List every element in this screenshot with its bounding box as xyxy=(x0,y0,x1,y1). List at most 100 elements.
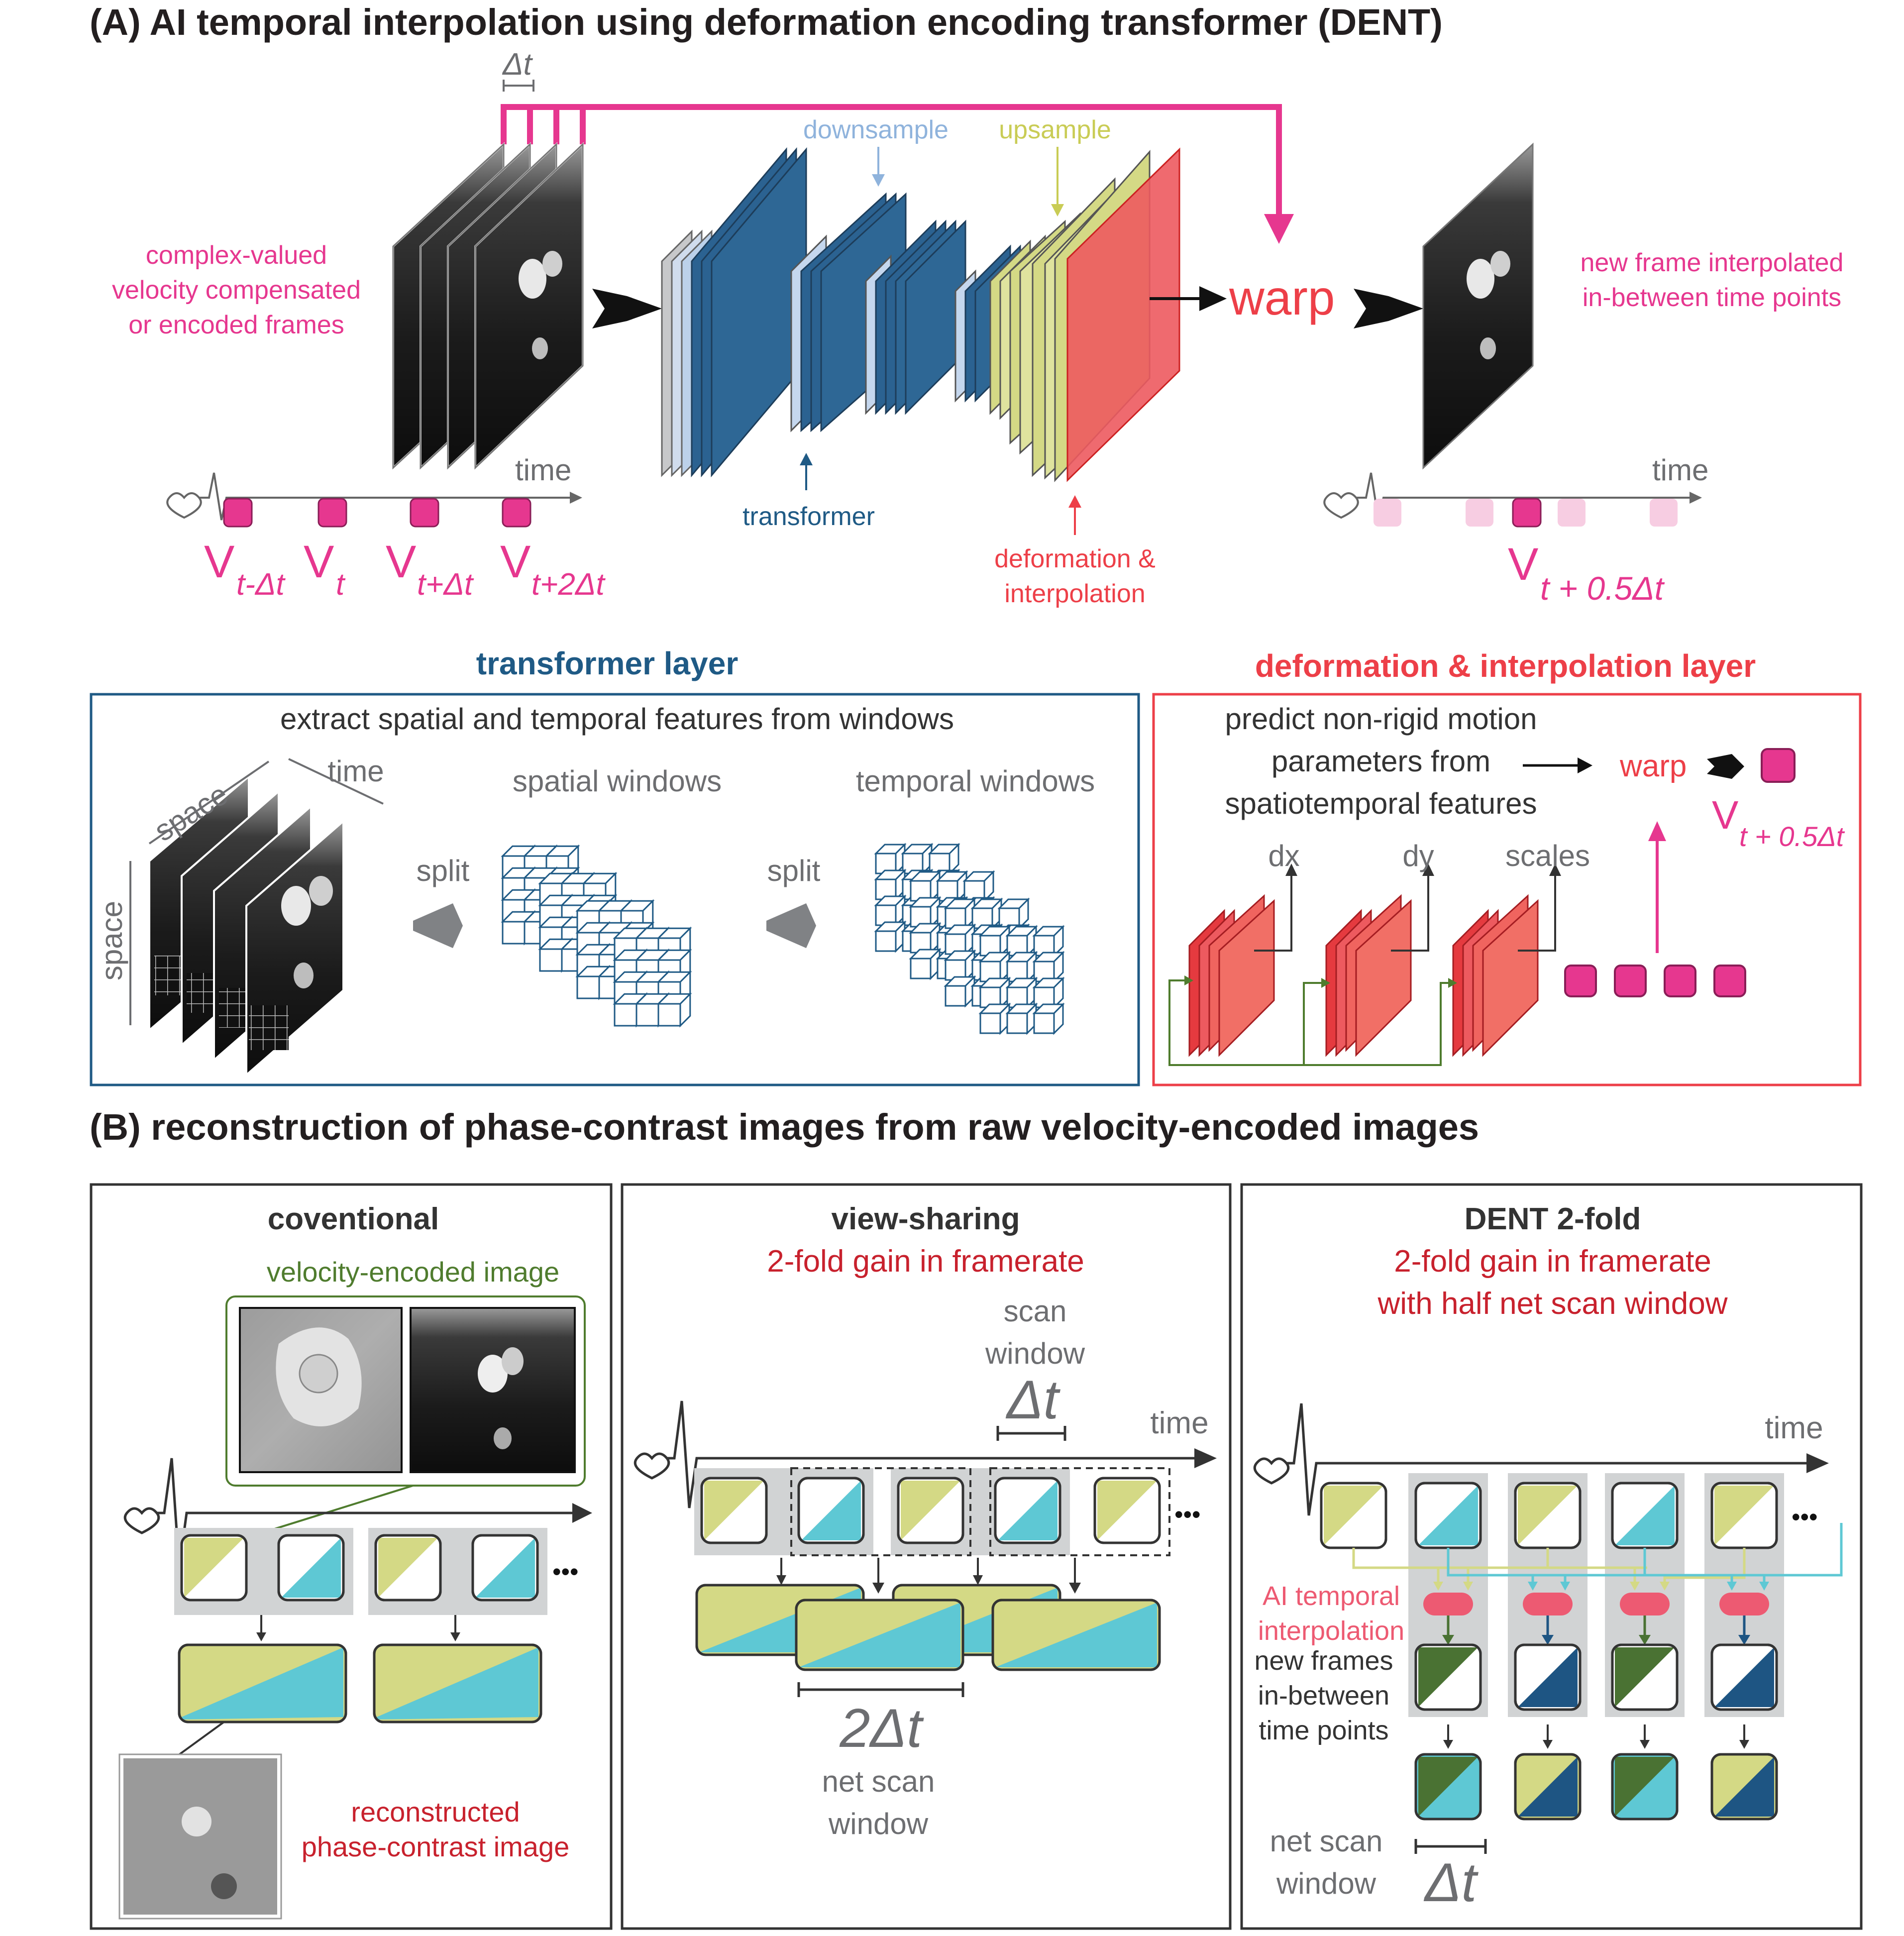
conventional-ellipsis: ••• xyxy=(552,1558,579,1586)
arrow-to-output xyxy=(1354,289,1423,328)
svg-text:phase-contrast image: phase-contrast image xyxy=(302,1831,570,1862)
view-sharing-frames xyxy=(694,1467,1170,1556)
deformation-v-label: V t + 0.5Δt xyxy=(1712,793,1845,852)
skip-arrowhead xyxy=(1264,214,1294,244)
svg-text:interpolation: interpolation xyxy=(1258,1616,1404,1646)
arrow-to-network xyxy=(592,289,662,328)
feature-outputs xyxy=(1254,873,1556,952)
dent-time-axis xyxy=(1253,1403,1829,1516)
v-label-output: V t + 0.5Δt xyxy=(1508,539,1665,607)
dent-cyan-routing xyxy=(1447,1523,1843,1583)
svg-text:V: V xyxy=(1508,539,1538,590)
skip-connection-arrow xyxy=(501,104,1282,219)
svg-text:parameters from: parameters from xyxy=(1271,745,1490,778)
temporal-windows-label: temporal windows xyxy=(856,764,1095,798)
downsample-label: downsample xyxy=(803,115,949,187)
predict-label: predict non-rigid motion parameters from… xyxy=(1225,702,1537,820)
green-skip-lines xyxy=(1168,979,1451,1066)
deformation-label: deformation & interpolation xyxy=(994,495,1156,608)
deformation-layer-title: deformation & interpolation layer xyxy=(1255,648,1756,684)
new-frames-label: new frames in-between time points xyxy=(1254,1646,1393,1745)
svg-text:upsample: upsample xyxy=(999,115,1111,144)
scan-window-bracket xyxy=(996,1426,1066,1441)
dent-title: DENT 2-fold xyxy=(1465,1202,1641,1236)
conventional-down-arrows xyxy=(256,1615,460,1641)
input-frame-stack xyxy=(392,142,584,470)
svg-text:AI temporal: AI temporal xyxy=(1263,1581,1400,1611)
svg-text:time: time xyxy=(515,453,571,487)
left-time-axis: time xyxy=(166,453,582,528)
svg-text:t: t xyxy=(336,567,346,602)
input-squares xyxy=(1564,965,1746,997)
svg-text:net scan: net scan xyxy=(822,1765,935,1798)
dent-down-arrows xyxy=(1447,1724,1745,1742)
dent-time-label: time xyxy=(1765,1411,1823,1445)
dent-gain-1: 2-fold gain in framerate xyxy=(1394,1244,1711,1279)
dent-output-frames xyxy=(1414,1753,1778,1821)
svg-text:net scan: net scan xyxy=(1270,1825,1383,1858)
split-arrow-1 xyxy=(413,903,463,948)
squares-to-warp-arrowhead xyxy=(1648,821,1666,841)
svg-text:V: V xyxy=(304,537,334,587)
dent-gain-2: with half net scan window xyxy=(1377,1287,1727,1321)
transformer-label: transformer xyxy=(742,453,875,531)
svg-text:window: window xyxy=(828,1807,929,1840)
svg-text:spatiotemporal features: spatiotemporal features xyxy=(1225,787,1537,820)
feature-output-arrowheads xyxy=(1285,863,1561,876)
dent-net-scan-bracket xyxy=(1414,1839,1487,1854)
space-side-label: space xyxy=(95,901,128,980)
svg-text:complex-valued: complex-valued xyxy=(146,241,327,270)
net-scan-bracket xyxy=(797,1682,964,1697)
pill-arrowheads xyxy=(1442,1635,1750,1645)
svg-text:deformation &: deformation & xyxy=(994,544,1156,573)
svg-text:in-between: in-between xyxy=(1258,1681,1389,1711)
time-label: time xyxy=(327,754,384,788)
conventional-time-axis xyxy=(123,1458,592,1568)
upsample-label: upsample xyxy=(999,115,1111,216)
svg-text:t+Δt: t+Δt xyxy=(417,567,474,602)
v-labels-input: V t-Δt V t V t+Δt V t+2Δt xyxy=(204,537,606,602)
magnitude-image xyxy=(410,1307,576,1473)
svg-text:new frames: new frames xyxy=(1254,1646,1393,1676)
svg-text:window: window xyxy=(985,1337,1085,1370)
scales-label: scales xyxy=(1505,839,1590,872)
svg-text:t + 0.5Δt: t + 0.5Δt xyxy=(1540,570,1665,607)
view-sharing-time-axis xyxy=(634,1400,1217,1508)
green-arrowheads xyxy=(1184,975,1457,988)
dent-routing-arrowheads xyxy=(1433,1582,1769,1591)
reconstructed-label: reconstructed phase-contrast image xyxy=(302,1796,570,1862)
svg-text:transformer: transformer xyxy=(742,502,875,531)
dent-olive-routing xyxy=(1352,1548,1746,1583)
view-sharing-box xyxy=(621,1183,1232,1930)
svg-text:in-between time points: in-between time points xyxy=(1583,283,1841,312)
view-sharing-arrowheads xyxy=(776,1575,1081,1594)
transformer-layer-box xyxy=(90,693,1140,1086)
svg-text:Δt: Δt xyxy=(502,47,533,82)
deformation-warp-label: warp xyxy=(1619,749,1687,783)
pill-down-arrows xyxy=(1447,1615,1746,1637)
temporal-window-cubes xyxy=(874,843,1065,1035)
dent-net-scan-label: net scan window xyxy=(1270,1825,1383,1900)
view-sharing-title: view-sharing xyxy=(832,1202,1020,1236)
dent-input-frames xyxy=(1320,1482,1778,1549)
svg-text:V: V xyxy=(204,537,234,587)
view-sharing-reconstructed xyxy=(695,1584,1161,1671)
scan-window-delta-t: Δt xyxy=(1005,1369,1061,1430)
split-label-1: split xyxy=(417,854,470,887)
svg-text:interpolation: interpolation xyxy=(1004,579,1145,608)
ai-interp-label: AI temporal interpolation xyxy=(1258,1581,1404,1646)
conventional-reconstructed-frames xyxy=(178,1643,542,1723)
spatial-windows-label: spatial windows xyxy=(513,764,722,798)
output-v-square xyxy=(1761,748,1796,783)
dent-box xyxy=(1240,1183,1863,1930)
input-label: complex-valued velocity compensated or e… xyxy=(112,241,361,339)
svg-text:time points: time points xyxy=(1259,1716,1388,1745)
dent-interpolated-frames xyxy=(1414,1643,1778,1711)
delta-t-bracket: Δt xyxy=(502,47,534,92)
arrow-to-warp-head xyxy=(1199,286,1227,311)
dent-down-arrowheads xyxy=(1443,1740,1749,1749)
svg-text:velocity compensated: velocity compensated xyxy=(112,276,361,305)
windowed-frame-stack xyxy=(148,774,344,1077)
network-architecture xyxy=(661,147,1180,482)
output-frame xyxy=(1422,142,1534,470)
